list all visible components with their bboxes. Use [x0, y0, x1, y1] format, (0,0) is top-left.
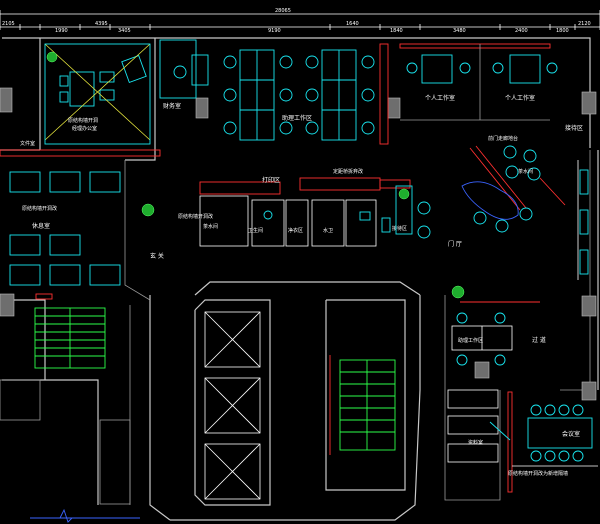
label-drink: 净衣区 [288, 227, 303, 234]
dimension-seg-5: 1640 [346, 21, 359, 27]
entry-area: 玄 关 [124, 160, 164, 301]
label-corridor: 过 道 [532, 336, 546, 344]
dimension-seg-3: 3405 [118, 28, 131, 34]
archive-room: 资料室 [447, 389, 511, 463]
label-personal-office-2: 个人工作室 [505, 94, 535, 102]
dimension-seg-9: 1800 [556, 28, 569, 34]
personal-offices: 个人工作室 个人工作室 接待区 [379, 43, 583, 145]
dimension-overall: 28065 [275, 8, 291, 14]
left-waiting-room: 原结构墙开洞改 休息室 [0, 149, 161, 300]
manager-office: 原结构墙开洞 经理办公室 文件室 [20, 43, 151, 147]
label-tea-room-left: 茶水间 [518, 168, 533, 175]
label-file-room: 文件室 [20, 140, 35, 147]
meeting-room: 会议室 原结构墙开洞改为新增隔墙 [507, 391, 598, 493]
dimension-seg-8: 2400 [515, 28, 528, 34]
note-top-left: 原结构墙开洞 [68, 117, 98, 124]
work-area-2: 助理工作区 过 道 [451, 312, 546, 366]
label-pantry: 茶水间 [203, 223, 218, 230]
label-office-area: 助理工作区 [282, 114, 312, 122]
service-block: 打印区 定距桥拆弃改 原结构墙开洞改 茶水间 卫生间 净衣区 水卫 接待区 [178, 168, 431, 247]
dimension-seg-1: 4395 [95, 21, 108, 27]
dimension-seg-4: 9190 [268, 28, 281, 34]
label-waiting: 休息室 [32, 222, 50, 230]
label-print-area: 打印区 [262, 176, 280, 184]
label-archive: 资料室 [468, 439, 483, 446]
label-work-area-2: 助理工作区 [458, 337, 483, 344]
office-workstations: 助理工作区 [223, 49, 375, 141]
dimension-seg-7: 3480 [453, 28, 466, 34]
elevator-core [194, 299, 271, 506]
dimension-seg-0: 2105 [2, 21, 15, 27]
label-reception-desk: 接待区 [392, 225, 407, 232]
dimension-seg-10: 2120 [578, 21, 591, 27]
finance-room: 财务室 [159, 39, 209, 110]
note-left-mid: 原结构墙开洞改 [22, 205, 57, 212]
label-cleaning: 水卫 [323, 227, 333, 234]
bottom-left-rooms [0, 379, 140, 523]
label-toilet: 卫生间 [248, 227, 263, 234]
note-pantry: 原结构墙开洞改 [178, 213, 213, 220]
label-manager-office: 经理办公室 [72, 125, 97, 132]
left-stair [34, 307, 106, 369]
label-reception-note: 前门走廊地台 [488, 135, 518, 142]
structural-columns [0, 87, 597, 401]
center-stair [325, 299, 406, 491]
note-storage: 定距桥拆弃改 [333, 168, 363, 175]
label-personal-office-1: 个人工作室 [425, 94, 455, 102]
label-lobby: 门 厅 [448, 240, 462, 248]
label-entry: 玄 关 [150, 252, 164, 260]
note-bottom: 原结构墙开洞改为新增隔墙 [508, 470, 568, 477]
dimension-seg-6: 1840 [390, 28, 403, 34]
dimension-seg-2: 1990 [55, 28, 68, 34]
top-dimension-line: 28065 2105 4395 1990 3405 9190 1640 1840… [0, 8, 600, 34]
label-reception-small: 接待区 [565, 124, 583, 132]
label-finance-room: 财务室 [163, 102, 181, 110]
label-meeting-room: 会议室 [562, 430, 580, 438]
reception-lounge: 前门走廊地台 茶水间 门 厅 [448, 135, 589, 303]
